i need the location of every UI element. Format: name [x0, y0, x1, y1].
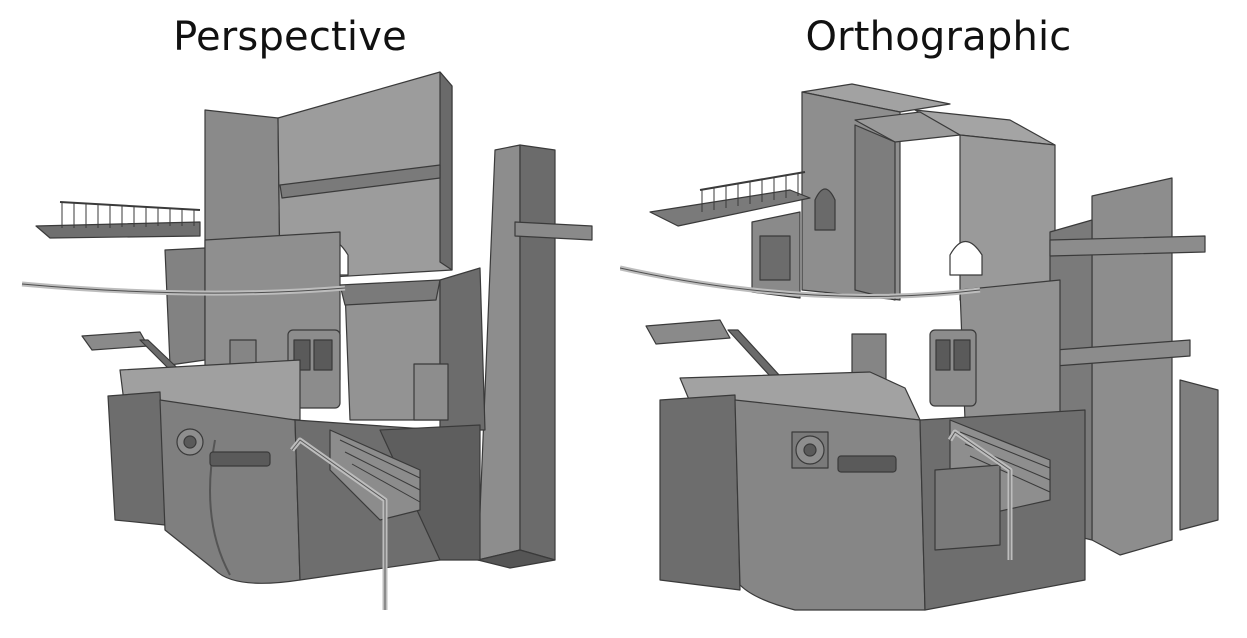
perspective-label: Perspective — [173, 14, 407, 60]
orthographic-building — [620, 83, 1219, 611]
perspective-building — [21, 71, 593, 610]
orthographic-render — [620, 83, 1219, 611]
perspective-render — [21, 71, 593, 610]
perspective-panel: Perspective — [0, 0, 620, 638]
orthographic-label: Orthographic — [805, 14, 1072, 60]
orthographic-panel: Orthographic — [620, 0, 1247, 638]
